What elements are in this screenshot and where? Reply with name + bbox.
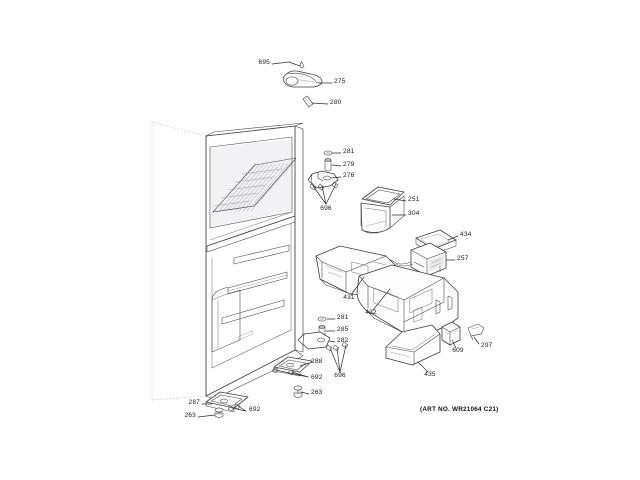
shelf-rail-lower: [221, 299, 285, 325]
freezer-divider-band: [206, 215, 296, 253]
part-696-bottom-hinge-screws: [325, 341, 349, 373]
callout-276-center-hinge: 276: [343, 172, 355, 179]
shelf-rail-middle: [227, 271, 288, 295]
leader-279: [331, 164, 342, 167]
part-692-screws-left: [227, 403, 247, 412]
part-263-leveling-leg-right: [293, 385, 303, 398]
leader-263-left: [197, 414, 216, 418]
cabinet-top-deck: [205, 122, 304, 137]
leader-280: [311, 102, 329, 105]
callout-281-washer: 281: [337, 314, 349, 321]
crisper-drawer: [211, 286, 241, 353]
bottom-hinge-group: [271, 316, 349, 398]
part-276-center-hinge: [307, 170, 339, 189]
cabinet-back-bottom-edge: [151, 395, 207, 401]
callout-304-ice-storage-bin: 304: [408, 210, 420, 217]
leader-432: [372, 288, 391, 311]
part-251-ice-bin-cover: [361, 186, 405, 206]
part-281-washer-lower: [317, 316, 327, 322]
leader-251: [393, 198, 407, 202]
refrigerator-cabinet: [151, 121, 304, 401]
part-297-tube-clip: [467, 323, 485, 341]
top-hinge-group: [282, 61, 323, 108]
part-281-washer-upper: [323, 150, 333, 156]
part-263-leveling-leg-left: [214, 407, 224, 418]
part-435-base-cover: [385, 324, 441, 366]
part-432-lower-housing: [356, 264, 459, 335]
callout-696-screw-center-hinge: 696: [320, 205, 332, 212]
leader-695: [271, 61, 290, 65]
shelf-rail-upper: [233, 244, 290, 265]
freezer-shelf-lip: [212, 205, 255, 213]
part-696-center-hinge-screws: [309, 181, 339, 205]
leader-263: [300, 391, 310, 395]
cabinet-right-wall: [294, 125, 304, 353]
callout-297-water-tube-clip: 297: [481, 342, 493, 349]
callout-431-upper-housing: 431: [343, 294, 355, 301]
leader-lines: [197, 61, 480, 418]
callout-609-water-valve-bracket: 609: [452, 347, 464, 354]
leader-431: [350, 276, 365, 296]
leader-288: [299, 362, 310, 367]
callout-263-leveling-leg-left: 263: [185, 412, 197, 419]
part-288-bottom-bracket: [273, 356, 313, 377]
part-304-ice-storage-bin: [360, 195, 405, 234]
fresh-food-floor: [211, 329, 292, 369]
part-282-bottom-hinge: [297, 331, 331, 350]
callout-257-ice-maker-assembly: 257: [457, 255, 469, 262]
left-bottom-group: [205, 391, 249, 418]
callout-285-bushing-lower: 285: [337, 326, 349, 333]
leader-297: [473, 336, 480, 345]
freezer-wire-shelf: [212, 157, 297, 213]
leader-434: [447, 235, 459, 241]
freezer-compartment: [206, 136, 297, 253]
callout-288-bottom-hinge-bracket: 288: [311, 358, 323, 365]
part-287-left-bracket: [205, 391, 249, 413]
callout-692-leveling-screw-left: 692: [249, 406, 261, 413]
callout-280-hinge-pin: 280: [330, 99, 342, 106]
liner-tag: [237, 330, 254, 341]
part-692-screws-right: [271, 367, 309, 378]
part-609-valve-bracket: [441, 321, 461, 346]
callout-696-screw-bottom-hinge: 696: [334, 372, 346, 379]
fresh-food-liner: [211, 223, 292, 369]
freezer-floor-back: [209, 211, 293, 241]
fresh-food-compartment: [211, 223, 292, 369]
callout-number-labels: 695 275 280 281 279 276 696 251 304 434 257 431 432 2…: [185, 59, 493, 419]
callout-282-bottom-hinge-pin: 282: [337, 337, 349, 344]
cabinet-back-top-edge: [151, 121, 207, 137]
callout-432-lower-housing: 432: [365, 309, 377, 316]
part-275-top-hinge-cover: [282, 70, 323, 88]
cabinet-bottom-front-rail: [205, 349, 296, 397]
callout-281-washer: 281: [343, 148, 355, 155]
callout-434-access-cover-plate: 434: [460, 231, 472, 238]
part-280-hinge-pin: [302, 95, 314, 108]
callout-695-screw-upper-hinge: 695: [259, 59, 271, 66]
part-695-hinge-screw: [288, 61, 305, 69]
ice-bin-group: [360, 186, 405, 234]
leader-609: [451, 339, 457, 349]
center-hinge-group: [307, 150, 339, 205]
callout-251-ice-tray-cover: 251: [408, 196, 420, 203]
leader-282: [328, 340, 336, 343]
freezer-floor-front: [206, 215, 296, 247]
art-number-text: (ART NO. WR21064 C21): [420, 406, 498, 413]
callout-279-bushing: 279: [343, 161, 355, 168]
callout-287-left-bottom-bracket: 287: [189, 399, 201, 406]
callout-692-leveling-screw: 692: [311, 374, 323, 381]
cabinet-base-edge: [205, 349, 304, 400]
part-257-ice-maker: [377, 242, 447, 280]
part-279-bushing: [324, 158, 332, 172]
callout-275-top-hinge-cover: 275: [334, 78, 346, 85]
callout-435-base-cover-panel: 435: [424, 371, 436, 378]
freezer-liner-shade: [211, 139, 291, 227]
leader-435: [417, 361, 429, 373]
leader-276: [330, 176, 342, 179]
callout-263-leveling-leg: 263: [311, 389, 323, 396]
